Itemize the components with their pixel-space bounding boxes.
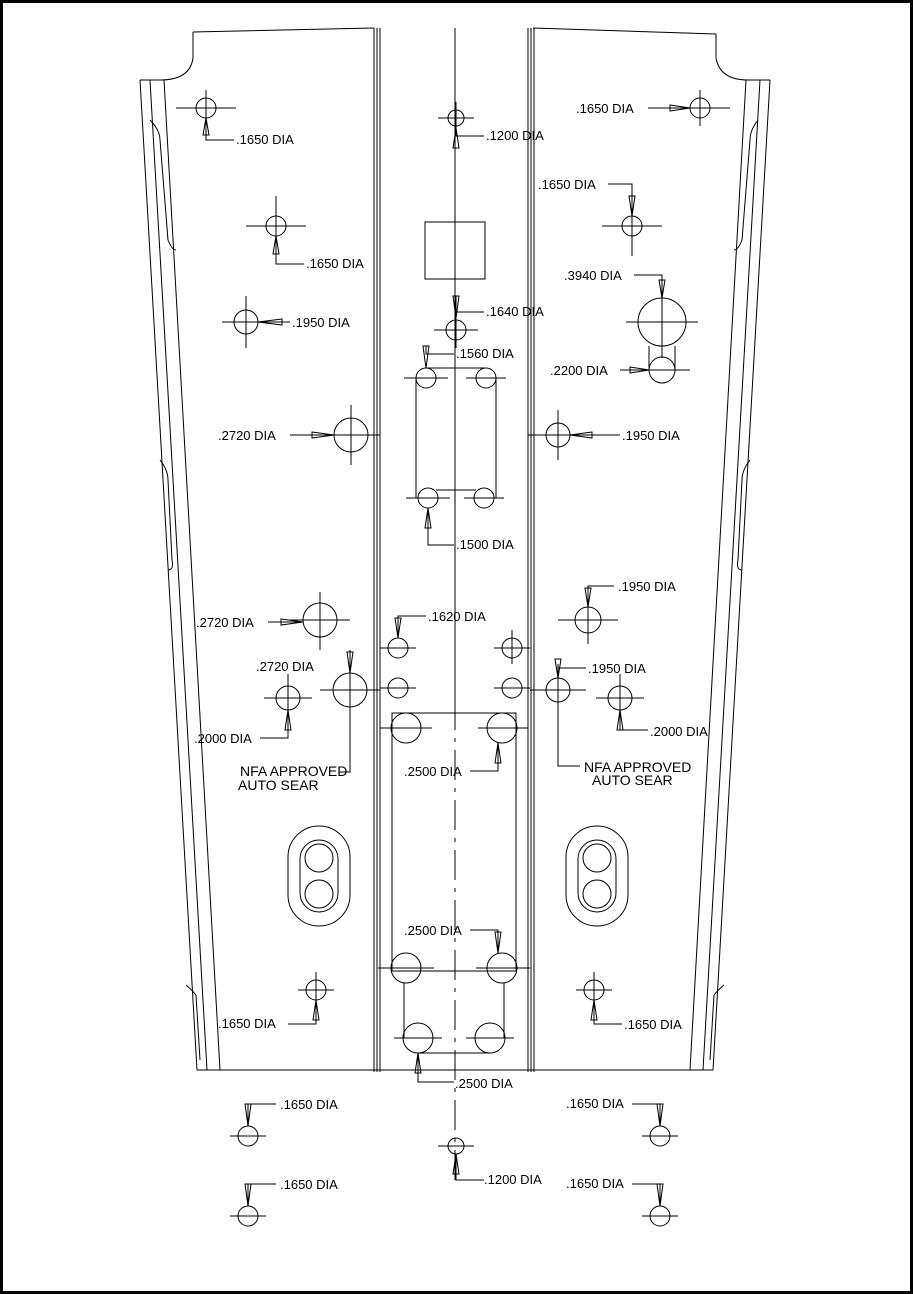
dim-label: .1650 DIA [538, 177, 596, 192]
dim-label: .1650 DIA [566, 1096, 624, 1111]
center-rails [373, 28, 535, 1180]
dim-label: .1950 DIA [622, 428, 680, 443]
dim-label: .2200 DIA [550, 363, 608, 378]
dim-label: .1200 DIA [484, 1172, 542, 1187]
dim-label: .2500 DIA [404, 764, 462, 779]
dim-label: .1500 DIA [456, 537, 514, 552]
part-outline [139, 27, 771, 1071]
dim-label: .2720 DIA [256, 659, 314, 674]
dim-label: .1200 DIA [486, 128, 544, 143]
dim-label: .1650 DIA [218, 1016, 276, 1031]
note-right-line2: AUTO SEAR [592, 772, 673, 788]
note-left-line2: AUTO SEAR [238, 777, 319, 793]
dim-label: .2000 DIA [650, 724, 708, 739]
dim-label: .3940 DIA [564, 268, 622, 283]
dim-label: .1650 DIA [566, 1176, 624, 1191]
dim-label: .1950 DIA [292, 315, 350, 330]
dim-label: .1650 DIA [280, 1097, 338, 1112]
dim-label: .2720 DIA [218, 428, 276, 443]
note-right-line1: NFA APPROVED [584, 759, 691, 775]
dim-label: .1650 DIA [236, 132, 294, 147]
geometry [176, 90, 730, 1227]
dim-label: .2000 DIA [194, 731, 252, 746]
dim-label: .1620 DIA [428, 609, 486, 624]
dim-label: .1640 DIA [486, 304, 544, 319]
dim-label: .1650 DIA [624, 1017, 682, 1032]
dim-label: .1650 DIA [306, 256, 364, 271]
dim-label: .1650 DIA [576, 101, 634, 116]
dim-label: .2500 DIA [404, 923, 462, 938]
dim-label: .1560 DIA [456, 346, 514, 361]
note-left-line1: NFA APPROVED [240, 763, 347, 779]
dim-label: .2720 DIA [196, 615, 254, 630]
dim-label: .1950 DIA [618, 579, 676, 594]
dim-label: .2500 DIA [455, 1076, 513, 1091]
arrowheads [202, 104, 691, 1207]
dim-label: .1950 DIA [588, 661, 646, 676]
dim-label: .1650 DIA [280, 1177, 338, 1192]
dimension-labels: .1650 DIA .1200 DIA .1650 DIA .1650 DIA … [194, 101, 708, 1192]
notes: NFA APPROVED AUTO SEAR NFA APPROVED AUTO… [238, 759, 691, 793]
